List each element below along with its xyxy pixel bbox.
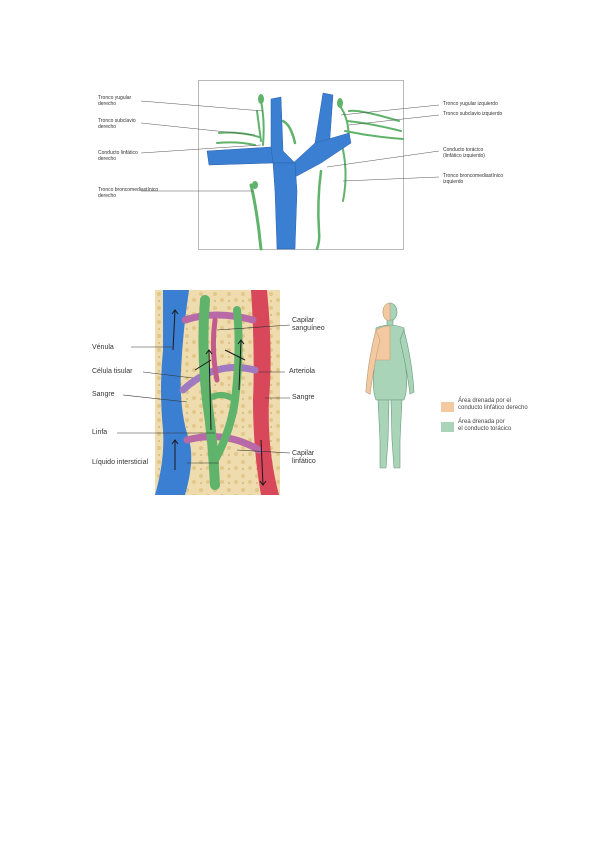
lymph-capillaries — [198, 295, 243, 490]
label-left-subclavian: Tronco subclavio izquierdo — [443, 111, 503, 117]
label-arteriole: Arteriola — [289, 368, 316, 375]
label-right-lymph-duct: Conducto linfático derecho — [98, 150, 138, 162]
label-thoracic-duct: Conducto torácico (linfático izquierdo) — [443, 147, 485, 159]
flow-arrows — [171, 309, 267, 486]
capillary-bed-illustration — [117, 290, 291, 495]
label-venule: Vénula — [92, 344, 114, 351]
arteriole — [251, 290, 279, 495]
body-drainage-illustration — [365, 302, 415, 469]
lymph-duct-figure — [140, 80, 440, 251]
veins — [206, 92, 352, 250]
lymph-nodes — [252, 94, 343, 189]
body-right-duct-area — [365, 302, 391, 395]
leader-lines — [140, 100, 440, 192]
vein-duct-illustration — [140, 92, 440, 251]
label-right-bronchomed: Tronco broncomediastínico derecho — [98, 187, 159, 199]
legend-swatch-right-duct — [441, 402, 454, 412]
legend-label-right-duct: Área drenada por el conducto linfático d… — [458, 398, 528, 411]
label-right-jugular: Tronco yugular derecho — [98, 95, 132, 107]
capillary-leader-lines — [117, 324, 291, 464]
label-lymph-capillary: Capilar linfático — [292, 450, 316, 465]
label-blood-left: Sangre — [92, 391, 115, 398]
label-left-bronchomed: Tronco broncomediastínico izquierdo — [443, 173, 504, 185]
legend-swatch-thoracic-duct — [441, 422, 454, 432]
label-blood-right: Sangre — [292, 394, 315, 401]
label-lymph: Linfa — [92, 429, 108, 436]
label-blood-capillary: Capilar sanguíneo — [292, 317, 325, 332]
label-right-subclavian: Tronco subclavio derecho — [98, 118, 136, 130]
label-interstitial-fluid: Líquido intersticial — [92, 459, 149, 466]
label-tissue-cell: Célula tisular — [92, 368, 133, 375]
label-left-jugular: Tronco yugular izquierdo — [443, 101, 498, 107]
right-lymph-vessels — [216, 100, 297, 251]
venule — [155, 290, 192, 495]
legend-label-thoracic-duct: Área drenada por el conducto torácico — [458, 419, 512, 432]
